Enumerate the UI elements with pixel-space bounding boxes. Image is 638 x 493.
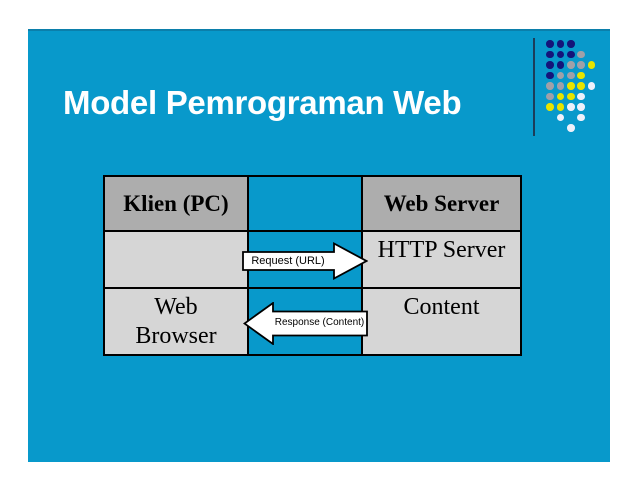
dot (546, 50, 554, 59)
dot (567, 92, 575, 101)
dot (577, 92, 585, 101)
dot (556, 40, 565, 48)
dot (567, 71, 575, 80)
dot (587, 82, 596, 90)
dot (556, 50, 565, 59)
table-cell-empty-left (105, 232, 247, 287)
table-cell-web-browser: Web Browser (105, 289, 247, 354)
dot (556, 92, 565, 101)
dot (577, 50, 585, 59)
decorative-vertical-line (533, 38, 535, 136)
dot (546, 82, 554, 90)
dot (546, 71, 554, 80)
table-cell-content: Content (363, 289, 520, 354)
dot (577, 113, 585, 122)
table-header-klien-pc: Klien (PC) (105, 177, 247, 230)
dot (556, 113, 565, 122)
dot (556, 71, 565, 80)
request-arrow-icon (242, 242, 368, 280)
table-header-middle-empty (249, 177, 361, 230)
dot (577, 82, 585, 90)
dot (567, 103, 575, 111)
dot (546, 61, 554, 69)
dot (587, 61, 596, 69)
dot (567, 61, 575, 69)
dot (577, 61, 585, 69)
dot (567, 124, 575, 132)
dot (556, 82, 565, 90)
dot (577, 103, 585, 111)
dot (556, 61, 565, 69)
dot (546, 103, 554, 111)
response-arrow-icon (243, 302, 368, 345)
table-header-web-server: Web Server (363, 177, 520, 230)
response-arrow-label: Response (Content) (274, 317, 365, 328)
presentation-slide: Model Pemrograman Web Klien (PC) Web Ser… (28, 29, 610, 462)
table-cell-http-server: HTTP Server (363, 232, 520, 287)
dot (546, 40, 554, 48)
dot (546, 92, 554, 101)
dot (567, 82, 575, 90)
request-arrow-label: Request (URL) (251, 255, 325, 267)
dot (567, 40, 575, 48)
dots-decoration (546, 40, 602, 142)
dot (577, 71, 585, 80)
slide-title: Model Pemrograman Web (63, 84, 462, 121)
dot (556, 103, 565, 111)
dot (567, 50, 575, 59)
